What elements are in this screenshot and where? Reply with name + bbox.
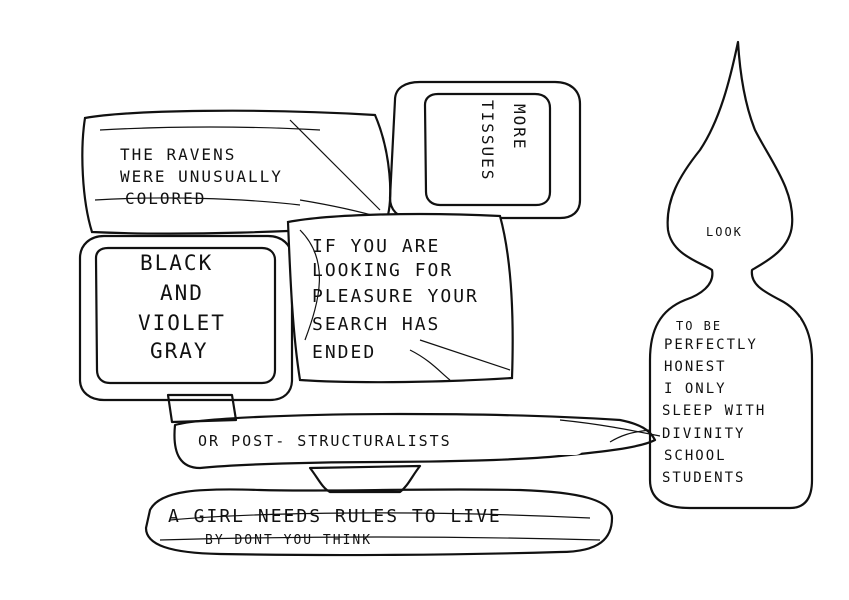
pleasure-line-2: LOOKING FOR [312,260,453,281]
look-line-1: LOOK [706,225,743,239]
honest-line-5: SLEEP WITH [662,403,766,419]
pleasure-line-4: SEARCH HAS [312,314,440,335]
post-text: OR POST- STRUCTURALISTS [198,432,452,450]
honest-text: TO BE PERFECTLY HONEST I ONLY SLEEP WITH… [662,319,766,486]
colors-monitor [78,234,294,402]
ravens-panel [81,109,392,235]
colors-line-4: GRAY [150,339,209,363]
pleasure-line-5: ENDED [312,342,376,363]
pleasure-line-3: PLEASURE YOUR [312,286,479,307]
colors-line-1: BLACK [140,251,213,275]
honest-line-8: STUDENTS [662,470,745,486]
colors-line-2: AND [160,281,204,305]
tissues-text: MORE TISSUES [478,100,529,181]
monitor-stand [166,393,238,424]
tissues-line-2: TISSUES [478,100,497,181]
ravens-text: THE RAVENS WERE UNUSUALLY COLORED [120,145,283,208]
ravens-line-2: WERE UNUSUALLY [120,167,283,186]
rules-line-2: BY DONT YOU THINK [205,533,372,548]
tissues-line-1: MORE [510,104,529,151]
pleasure-text: IF YOU ARE LOOKING FOR PLEASURE YOUR SEA… [312,236,479,363]
honest-line-2: PERFECTLY [664,337,758,353]
post-line-1: OR POST- STRUCTURALISTS [198,432,452,450]
vase-shape [609,40,814,510]
look-text: LOOK [706,225,743,239]
pleasure-line-1: IF YOU ARE [312,236,440,257]
pleasure-panel [286,212,514,384]
center-stem [308,464,422,494]
honest-line-3: HONEST [664,359,727,375]
beam [173,412,661,470]
honest-line-6: DIVINITY [662,426,745,442]
ravens-line-1: THE RAVENS [120,145,236,164]
honest-line-7: SCHOOL [664,448,727,464]
base-slab [144,488,614,557]
ravens-line-3: COLORED [125,189,206,208]
colors-text: BLACK AND VIOLET GRAY [138,251,226,363]
rules-line-1: A GIRL NEEDS RULES TO LIVE [168,506,502,527]
honest-line-4: I ONLY [664,381,727,397]
rules-text: A GIRL NEEDS RULES TO LIVE BY DONT YOU T… [168,506,502,548]
honest-line-1: TO BE [676,319,722,333]
colors-line-3: VIOLET [138,311,226,335]
